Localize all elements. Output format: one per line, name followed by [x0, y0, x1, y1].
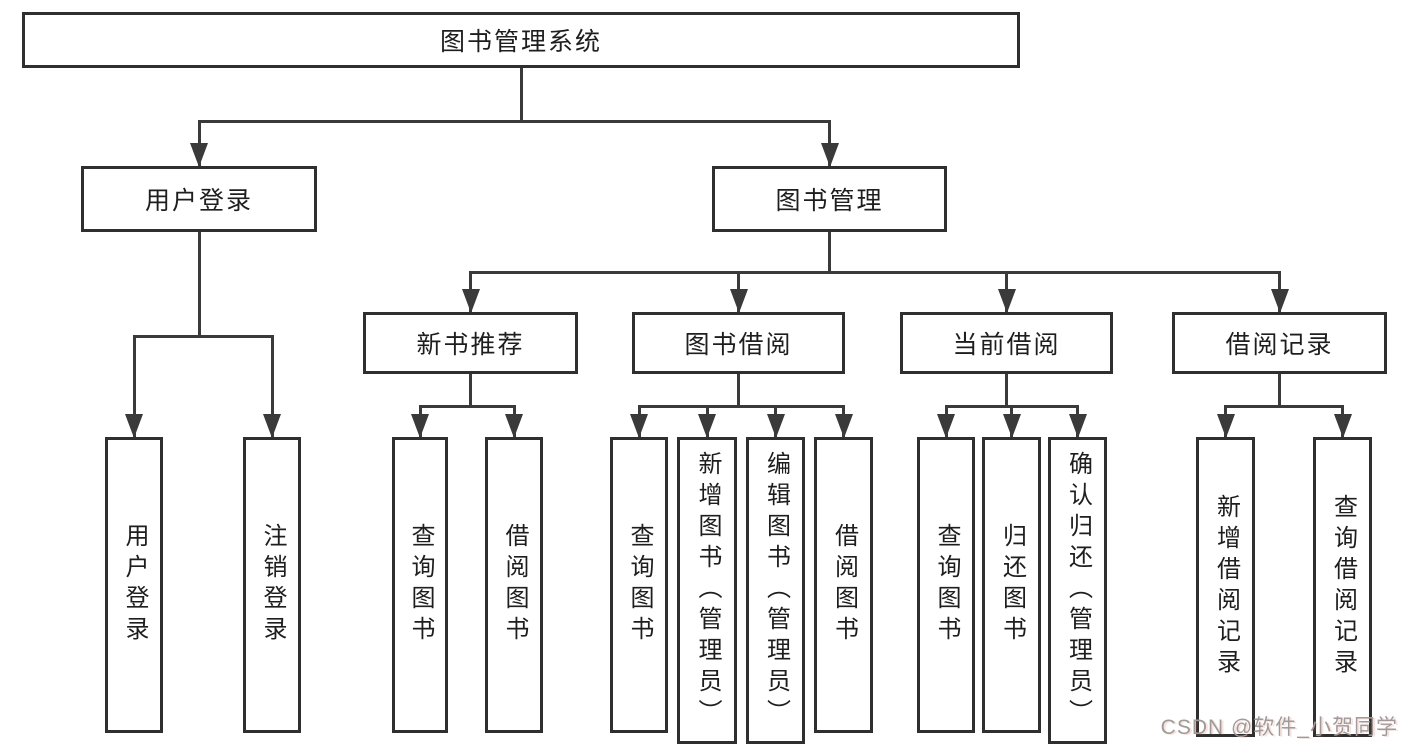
arrow-down-icon: [937, 414, 955, 438]
node-label: 注销登录: [259, 523, 286, 647]
arrow-down-icon: [1068, 414, 1087, 438]
connector-bus-segment: [637, 404, 845, 408]
connector-bus-segment: [469, 270, 1281, 274]
node-label: 确认归还（管理员）: [1064, 451, 1092, 730]
watermark: CSDN @软件_小贺同学: [1160, 716, 1398, 739]
node-label: 借阅图书: [830, 523, 858, 647]
connector-bus-segment: [418, 404, 516, 408]
node-leaf-user-login: 用户登录: [105, 437, 163, 733]
connector-trunk-segment: [828, 229, 831, 274]
node-label: 图书管理系统: [439, 28, 602, 56]
node-label: 查询图书: [626, 523, 653, 647]
arrow-down-icon: [820, 143, 839, 167]
node-label: 新书推荐: [416, 331, 525, 359]
connector-bus-segment: [132, 334, 274, 338]
node-label: 查询借阅记录: [1329, 494, 1357, 680]
node-book-management: 图书管理: [712, 166, 947, 232]
arrow-down-icon: [834, 414, 853, 438]
arrow-down-icon: [190, 143, 208, 167]
node-label: 借阅记录: [1225, 331, 1334, 359]
node-label: 查询图书: [407, 523, 434, 647]
node-label: 借阅图书: [501, 523, 528, 647]
node-user-login: 用户登录: [81, 166, 317, 232]
node-leaf-cb-query-books: 查询图书: [917, 437, 975, 733]
node-label: 新增借阅记录: [1212, 494, 1240, 680]
node-current-borrowing: 当前借阅: [900, 312, 1113, 374]
arrow-down-icon: [461, 289, 480, 313]
arrow-down-icon: [1270, 289, 1289, 313]
arrow-down-icon: [698, 414, 716, 438]
node-leaf-bb-query-books: 查询图书: [610, 437, 668, 733]
node-leaf-br-add-record: 新增借阅记录: [1196, 437, 1255, 737]
node-leaf-cb-return-books: 归还图书: [982, 437, 1041, 733]
arrow-down-icon: [729, 289, 748, 313]
node-label: 图书借阅: [684, 331, 793, 359]
node-leaf-rec-query-books: 查询图书: [392, 437, 448, 733]
node-new-book-recommend: 新书推荐: [363, 312, 578, 374]
node-label: 新增图书（管理员）: [694, 451, 721, 730]
node-leaf-bb-borrow-books: 借阅图书: [814, 437, 873, 733]
arrow-down-icon: [1216, 414, 1235, 438]
arrow-down-icon: [125, 414, 143, 438]
connector-trunk-segment: [1005, 371, 1008, 408]
node-label: 用户登录: [144, 187, 253, 215]
arrow-down-icon: [411, 414, 429, 438]
arrow-down-icon: [997, 289, 1016, 313]
arrow-down-icon: [1002, 414, 1021, 438]
node-leaf-logout: 注销登录: [243, 437, 301, 733]
node-book-borrowing: 图书借阅: [632, 312, 845, 374]
connector-drop-segment: [270, 336, 274, 438]
connector-trunk-segment: [519, 65, 523, 123]
connector-trunk-segment: [737, 371, 740, 408]
node-leaf-cb-confirm-return: 确认归还（管理员）: [1048, 437, 1107, 744]
node-leaf-bb-edit-books: 编辑图书（管理员）: [746, 437, 805, 744]
connector-trunk-segment: [197, 229, 201, 338]
arrow-down-icon: [1333, 414, 1352, 438]
node-label: 图书管理: [775, 187, 884, 215]
node-leaf-rec-borrow-books: 借阅图书: [485, 437, 543, 733]
node-leaf-bb-add-books: 新增图书（管理员）: [677, 437, 737, 744]
arrow-down-icon: [766, 414, 785, 438]
connector-bus-segment: [1224, 404, 1344, 408]
node-leaf-br-query-record: 查询借阅记录: [1313, 437, 1372, 737]
connector-trunk-segment: [1278, 371, 1281, 408]
node-label: 归还图书: [998, 523, 1026, 647]
arrow-down-icon: [263, 414, 281, 438]
node-borrow-records: 借阅记录: [1172, 312, 1387, 374]
node-label: 用户登录: [121, 523, 148, 647]
node-label: 查询图书: [933, 523, 960, 647]
node-root: 图书管理系统: [22, 12, 1020, 68]
connector-drop-segment: [132, 336, 136, 438]
node-label: 编辑图书（管理员）: [762, 451, 790, 730]
arrow-down-icon: [505, 414, 523, 438]
connector-bus-segment: [197, 119, 831, 123]
arrow-down-icon: [630, 414, 648, 438]
node-label: 当前借阅: [952, 331, 1061, 359]
connector-trunk-segment: [469, 371, 472, 408]
